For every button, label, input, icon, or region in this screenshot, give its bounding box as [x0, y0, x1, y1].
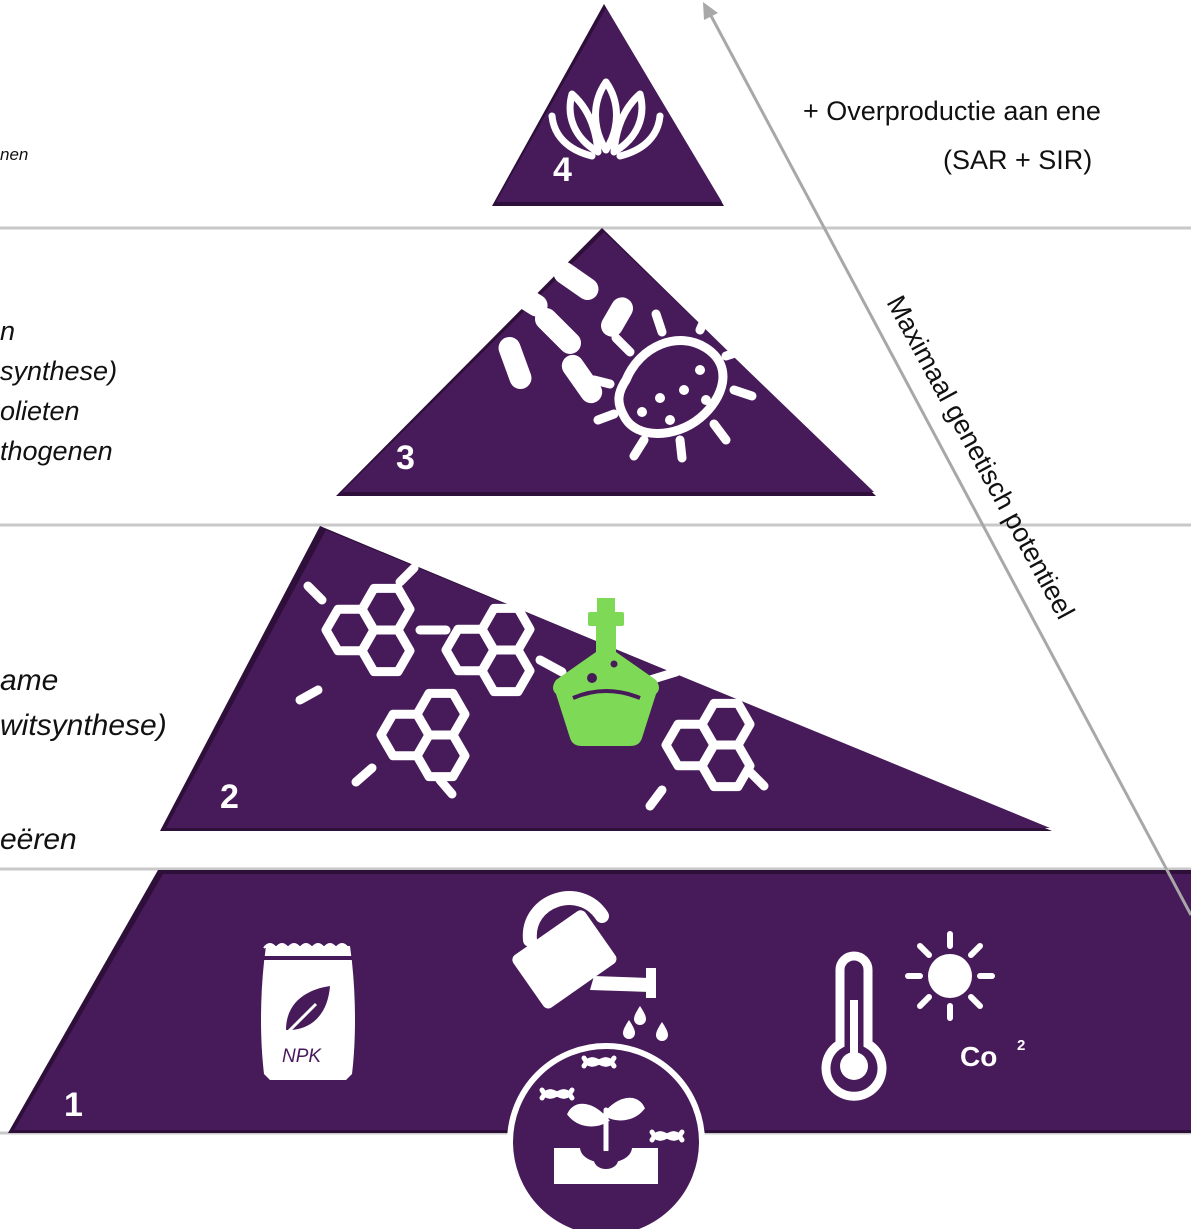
molecule-flask-icon	[295, 563, 937, 811]
level-number-4: 4	[553, 151, 572, 189]
left-text-level3-line-2: synthese)	[0, 356, 117, 386]
watering-can-icon	[512, 891, 668, 1041]
bond-line	[295, 685, 323, 705]
hexagon-ring	[862, 685, 920, 737]
bond-line	[905, 643, 931, 665]
hexagon-ring	[729, 593, 787, 645]
hexagon-ring	[412, 730, 470, 782]
flask-icon	[553, 598, 659, 746]
npk-label: NPK	[282, 1046, 322, 1067]
arrow-label: Maximaal genetisch potentieel	[881, 291, 1081, 625]
dna-seedling-badge-icon	[507, 1043, 705, 1229]
left-text-level4-line-1: nen	[0, 145, 28, 164]
svg-text:2: 2	[1017, 1037, 1025, 1054]
co2-label: Co 2	[960, 1037, 1025, 1072]
bond-line	[910, 710, 937, 733]
bond-line	[767, 655, 811, 681]
level-number-3: 3	[396, 439, 415, 477]
hexagon-ring	[357, 625, 415, 677]
genetic-potential-arrow	[703, 2, 1191, 916]
hexagon-ring	[697, 740, 755, 792]
pyramid-tier-4	[492, 4, 724, 206]
left-text-level3-line-1: n	[0, 316, 15, 346]
bond-line	[535, 655, 567, 677]
bond-line	[435, 775, 457, 799]
right-text-line-2: (SAR + SIR)	[943, 145, 1092, 175]
bond-line	[645, 667, 681, 685]
hexagon-ring	[477, 645, 535, 697]
level-number-1: 1	[64, 1086, 83, 1124]
thermometer-icon	[821, 951, 887, 1101]
left-text-level2-line-1: ame	[0, 664, 58, 697]
left-text-level2-line-3: eëren	[0, 823, 77, 856]
right-text-line-1: + Overproductie aan ene	[803, 96, 1101, 126]
bond-line	[351, 763, 377, 787]
pyramid-tier-3	[336, 228, 876, 496]
bond-line	[743, 765, 769, 791]
left-text-level3-line-4: thogenen	[0, 436, 113, 466]
fertilizer-bag-icon: NPK	[261, 943, 355, 1080]
bacteria-icon	[498, 261, 757, 463]
left-text-level2-line-2: witsynthese)	[0, 709, 167, 742]
lotus-icon	[548, 78, 664, 160]
hexagon-ring	[862, 643, 920, 695]
bond-line	[395, 563, 419, 587]
hexagon-ring	[729, 635, 787, 687]
left-text-level3-line-3: olieten	[0, 396, 80, 426]
sun-icon	[905, 931, 995, 1021]
svg-text:Co: Co	[960, 1041, 997, 1072]
bond-line	[675, 581, 695, 605]
bond-line	[645, 785, 667, 811]
level-number-2: 2	[220, 778, 239, 816]
bond-line	[303, 581, 327, 605]
